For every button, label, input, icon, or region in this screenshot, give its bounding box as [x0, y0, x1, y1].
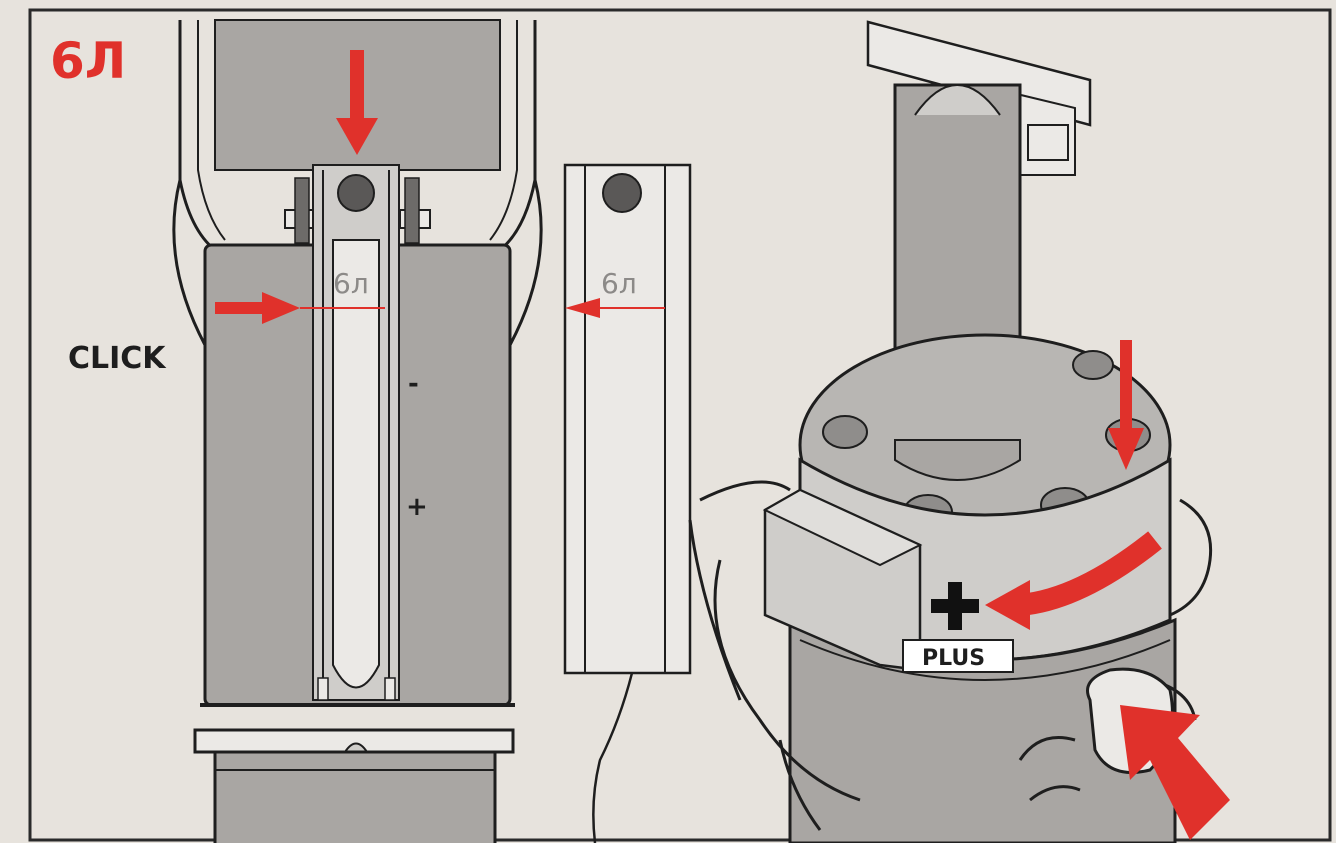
red-arrow-push [1120, 705, 1230, 840]
plus-marker [931, 582, 979, 630]
collar-ring [799, 639, 1171, 681]
title-label: 6Л [50, 32, 126, 90]
red-rotate-arrow [985, 531, 1162, 630]
disk-hole-5 [1072, 350, 1114, 380]
detached-strip-body [563, 163, 692, 675]
plus-sign-small: + [406, 492, 428, 522]
tube-base [894, 439, 1021, 481]
strip-dot [337, 174, 375, 212]
cap-tab [1027, 124, 1069, 161]
red-arrow-down-right [1108, 340, 1144, 470]
handle-outline-left-inner [197, 20, 226, 241]
lower-body [213, 750, 497, 843]
minus-sign: - [408, 369, 419, 399]
mark-6l-left: 6л [333, 267, 369, 300]
detached-strip-dot [602, 173, 642, 213]
handle-outline-right-inner [489, 20, 518, 241]
hand-left [688, 480, 861, 802]
left-device: 6л - + [172, 19, 543, 843]
disk-hole-1 [822, 415, 868, 449]
right-device: PLUS [688, 20, 1230, 843]
plus-label: PLUS [922, 646, 985, 671]
strip-window [332, 239, 380, 689]
strip-foot-left [317, 677, 329, 701]
side-flare-right [508, 179, 543, 346]
fingers [778, 736, 1081, 831]
click-label: CLICK [68, 341, 167, 376]
red-arrow-right-left [215, 292, 385, 324]
detached-strip: 6л [563, 163, 692, 843]
mark-6l-right: 6л [601, 267, 637, 300]
side-tab-top [762, 488, 923, 567]
flange-notch [344, 742, 368, 753]
tube-top-arc [914, 84, 1001, 116]
clip-stem-left [294, 177, 310, 244]
frame-border [28, 8, 1332, 842]
plus-label-box [902, 639, 1014, 673]
red-arrow-left-middle [565, 298, 665, 318]
strip-cord [592, 672, 634, 843]
clip-stem-right [404, 177, 420, 244]
red-arrow-down-left [336, 50, 378, 155]
strip-foot-right [384, 677, 396, 701]
side-flare-left [172, 179, 207, 346]
